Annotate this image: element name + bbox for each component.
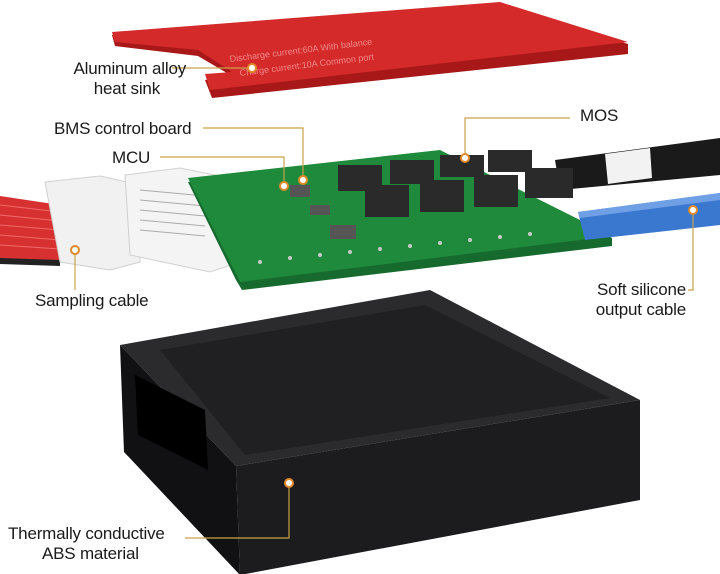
- label-sampling-cable: Sampling cable: [35, 291, 149, 310]
- bms-control-board: [188, 150, 612, 290]
- label-case-2: ABS material: [42, 544, 139, 563]
- abs-case: [120, 290, 640, 574]
- label-bms-board: BMS control board: [54, 119, 192, 138]
- label-mcu: MCU: [112, 148, 151, 167]
- label-case-1: Thermally conductive: [8, 524, 165, 543]
- leader-lines: [74, 67, 694, 539]
- label-heat-sink-1: Aluminum alloy: [73, 59, 187, 78]
- label-mos: MOS: [580, 106, 619, 125]
- label-output-cable-2: output cable: [595, 300, 686, 319]
- mcu-chip: [290, 185, 310, 197]
- blue-output-cable: [578, 193, 720, 240]
- callout-dots: [70, 63, 698, 488]
- mos-transistors: [338, 150, 573, 217]
- aluminum-heat-sink: Discharge current:60A With balance Charg…: [112, 2, 628, 98]
- label-output-cable-1: Soft silicone: [596, 280, 686, 299]
- label-heat-sink-2: heat sink: [93, 79, 160, 98]
